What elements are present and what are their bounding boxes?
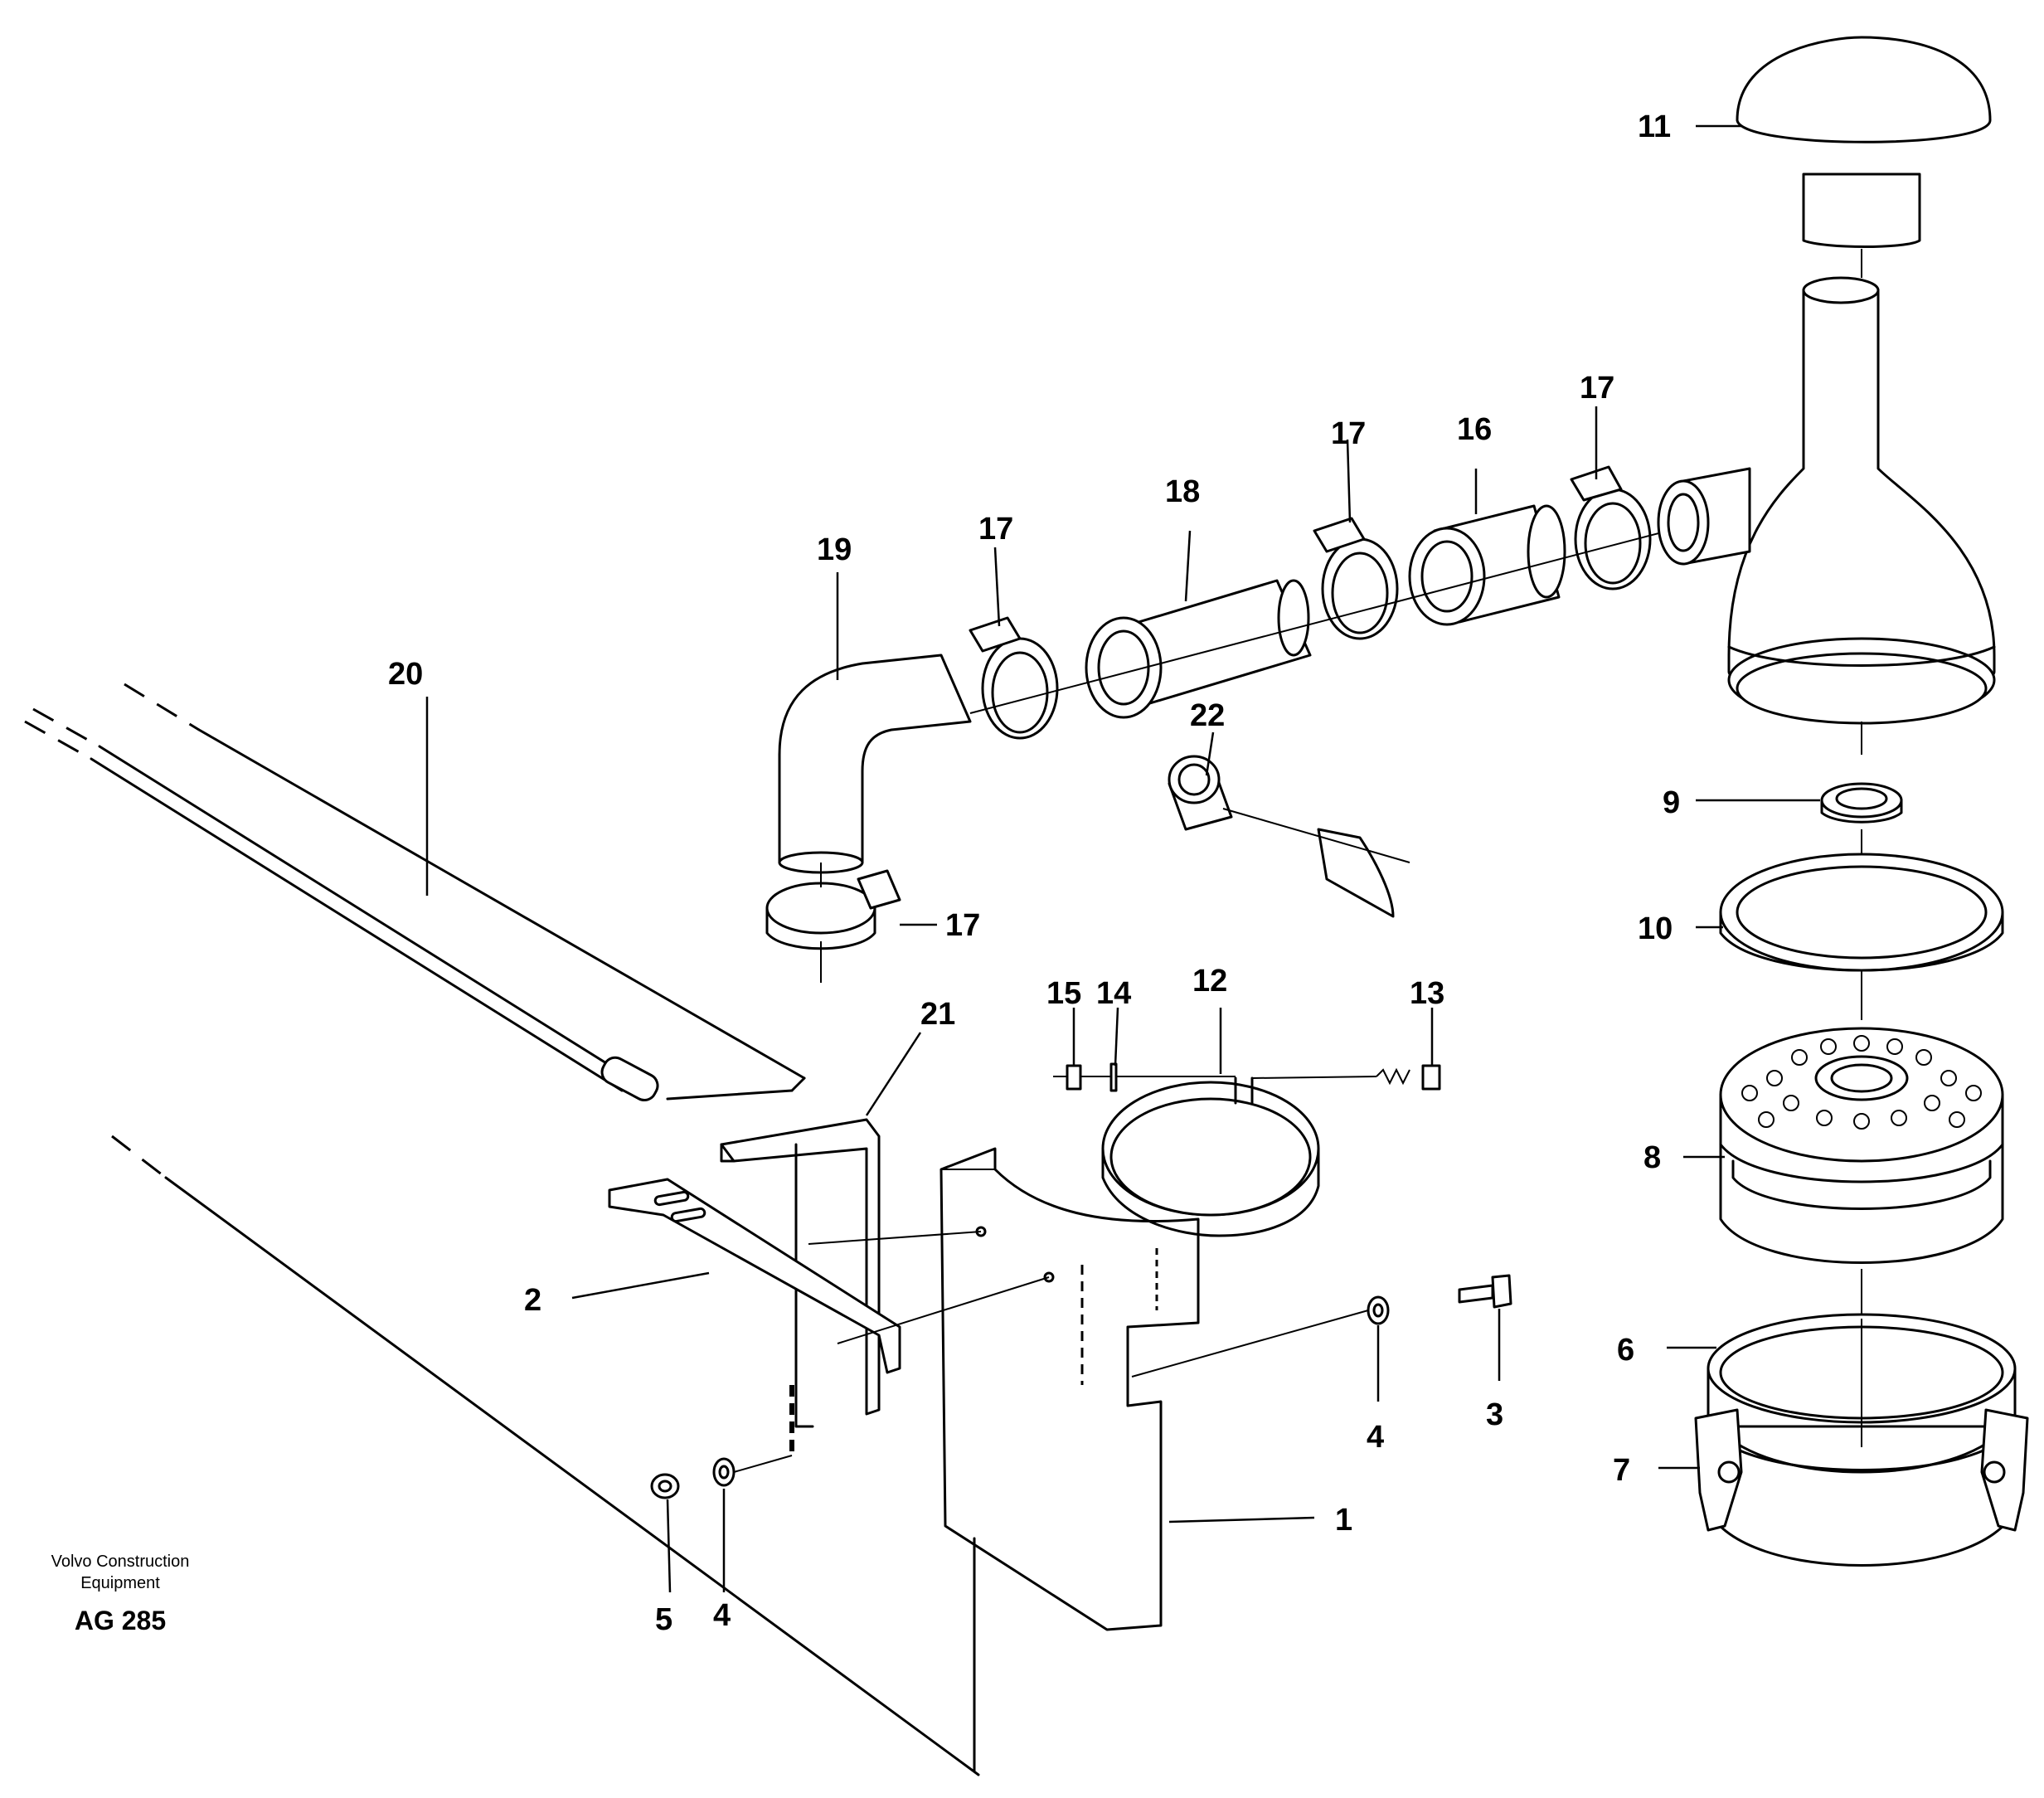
caption-line-2: Equipment	[80, 1574, 160, 1592]
hose-part-18	[1085, 579, 1312, 719]
label-17-a: 17	[978, 512, 1013, 547]
hose-clamp-part-17-a	[969, 616, 1059, 740]
label-16: 16	[1457, 412, 1492, 447]
diagram-code: AG 285	[74, 1606, 167, 1635]
label-10: 10	[1638, 911, 1673, 946]
plate-part-2	[608, 1178, 901, 1374]
band-clamp-part-12	[1053, 1062, 1441, 1237]
label-5: 5	[655, 1602, 672, 1637]
elbow-hose-part-19	[778, 654, 972, 874]
hose-clamp-part-17-b	[1313, 517, 1399, 640]
label-17-c: 17	[1580, 371, 1614, 406]
filter-element-part-8	[1719, 1027, 2004, 1319]
label-12: 12	[1192, 964, 1227, 999]
label-7: 7	[1613, 1453, 1630, 1488]
part-labels: 1 2 3 4 4 5 6 7 8 9 10 11 12 13 14 15 16…	[388, 109, 1680, 1637]
hose-part-16	[1408, 504, 1566, 626]
dust-bowl-part-6	[1707, 1313, 2017, 1567]
leader-lines	[425, 124, 1820, 1593]
sleeve-part-22	[1168, 755, 1410, 918]
hose-clamp-part-17-bottom	[765, 863, 901, 983]
label-17-b: 17	[1331, 416, 1366, 451]
clip-part-7-left	[1694, 1408, 1743, 1532]
nut-part-5	[650, 1473, 680, 1499]
label-8: 8	[1643, 1140, 1661, 1175]
label-1: 1	[1335, 1503, 1352, 1538]
label-15: 15	[1046, 976, 1081, 1011]
label-18: 18	[1165, 474, 1200, 509]
label-13: 13	[1410, 976, 1444, 1011]
label-2: 2	[524, 1283, 541, 1318]
gasket-ring-part-10	[1719, 853, 2004, 1020]
label-4-right: 4	[1367, 1420, 1384, 1455]
bracket-part-21	[720, 1118, 881, 1428]
hose-clamp-part-17-c	[1570, 465, 1652, 590]
label-11: 11	[1638, 109, 1671, 144]
label-6: 6	[1617, 1333, 1634, 1368]
nut-part-9	[1820, 782, 1903, 858]
label-20: 20	[388, 657, 423, 692]
rain-cap-part-11	[1736, 36, 1992, 278]
frame-rail-part-20	[24, 683, 980, 1776]
label-17-bottom: 17	[945, 908, 980, 943]
publisher-caption: Volvo Construction Equipment AG 285	[25, 1551, 216, 1636]
bolt-part-3	[1458, 1274, 1512, 1309]
mounting-bracket-part-1	[789, 1147, 1200, 1772]
caption-line-1: Volvo Construction	[51, 1553, 190, 1571]
washer-part-4-right	[1131, 1295, 1390, 1378]
label-19: 19	[817, 532, 852, 567]
label-22: 22	[1190, 698, 1225, 733]
label-9: 9	[1663, 785, 1680, 820]
label-3: 3	[1486, 1397, 1503, 1432]
label-4-left: 4	[713, 1598, 731, 1633]
washer-part-4-left	[712, 1455, 793, 1487]
assembly-axis-line	[969, 522, 1701, 714]
air-cleaner-housing	[1657, 276, 1996, 755]
label-14: 14	[1096, 976, 1131, 1011]
label-21: 21	[920, 997, 955, 1032]
clip-part-7-right	[1980, 1408, 2029, 1532]
